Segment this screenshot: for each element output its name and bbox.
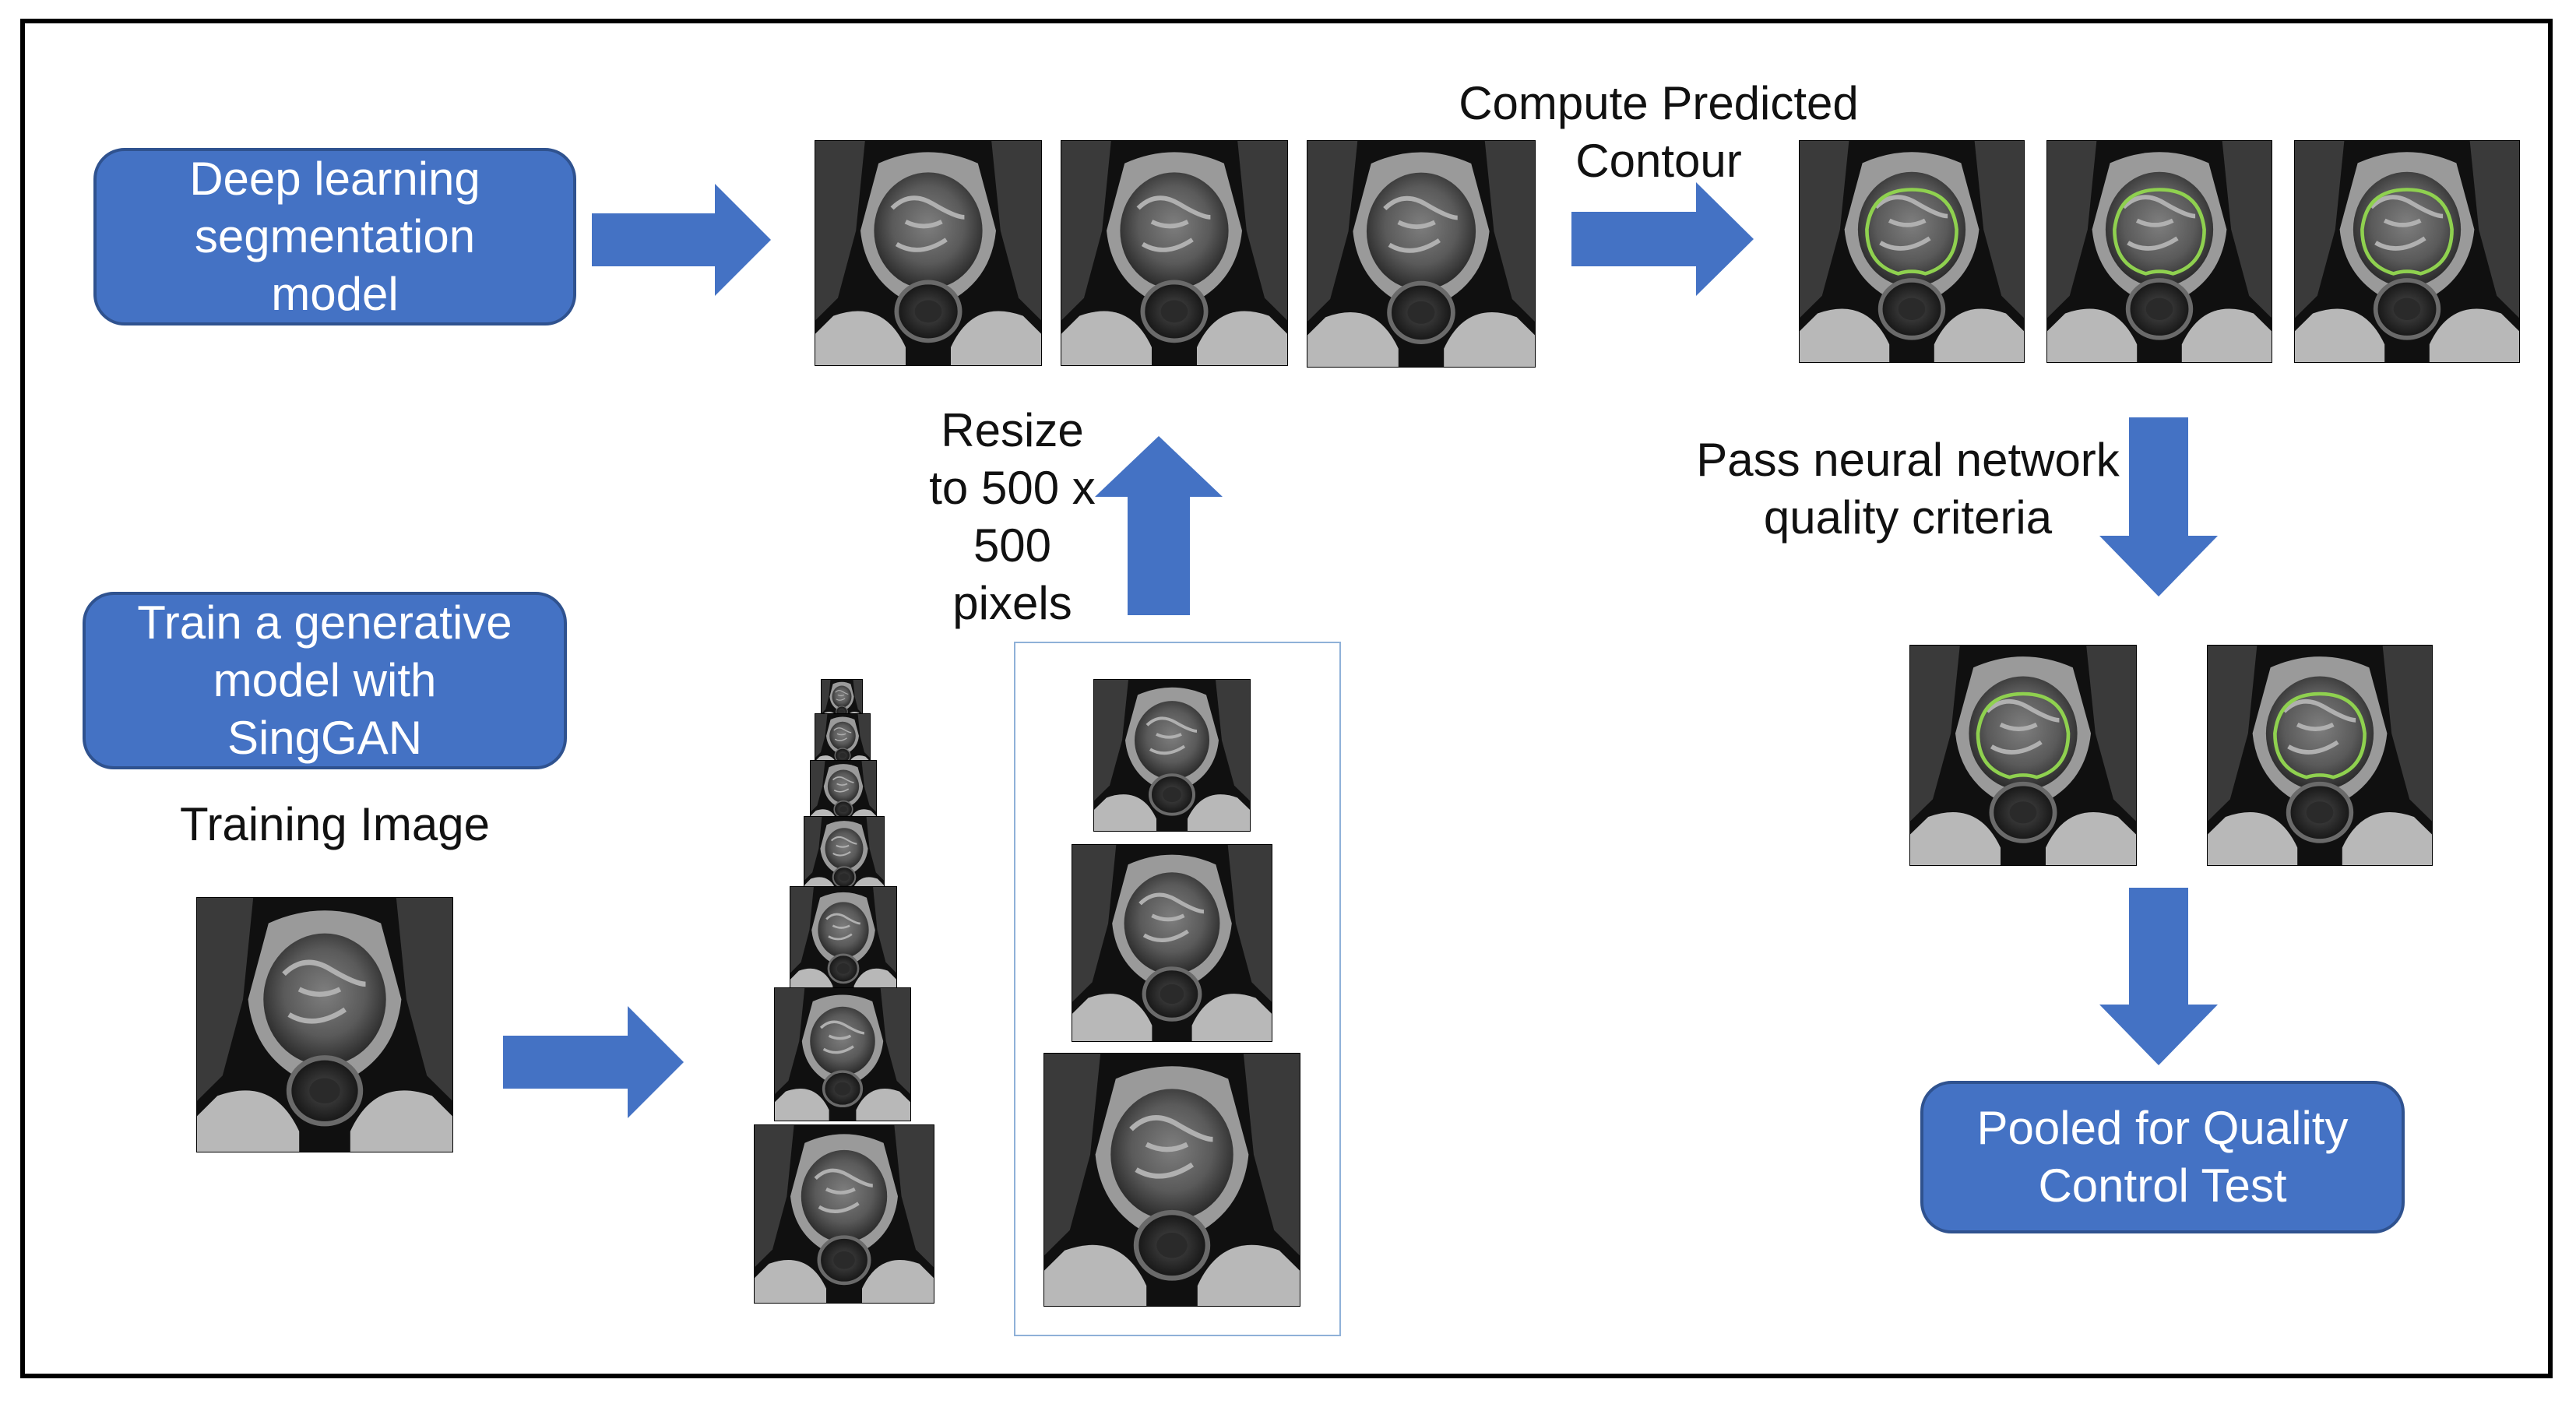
figure-frame: [20, 19, 2553, 1378]
singan-training-box: Train a generative model with SingGAN: [83, 592, 567, 769]
passed-image-2: [2207, 645, 2433, 866]
sample-medium: [1072, 844, 1272, 1042]
arrow-right-compute: [1571, 182, 1754, 296]
generated-image-3: [1307, 140, 1536, 368]
pyramid-level-5: [790, 886, 897, 995]
compute-predicted-contour-label: Compute Predicted Contour: [1459, 77, 1859, 187]
sample-large: [1043, 1053, 1300, 1307]
passed-image-1: [1909, 645, 2137, 866]
training-image-label: Training Image: [180, 798, 490, 850]
pooled-quality-control-box: Pooled for Quality Control Test: [1920, 1081, 2405, 1233]
training-image: [196, 897, 453, 1152]
resize-label: Resize to 500 x 500 pixels: [929, 404, 1096, 629]
deep-learning-model-box: Deep learning segmentation model: [93, 148, 576, 325]
pyramid-level-7: [754, 1124, 934, 1304]
arrow-down-pass: [2099, 417, 2218, 596]
contoured-image-2: [2046, 140, 2272, 363]
contoured-image-3: [2294, 140, 2520, 363]
pass-quality-criteria-label: Pass neural network quality criteria: [1696, 434, 2120, 544]
arrow-up-resize: [1095, 436, 1223, 615]
generated-image-2: [1061, 140, 1288, 366]
pyramid-level-6: [774, 987, 911, 1121]
pyramid-level-4: [804, 816, 885, 897]
generated-image-1: [815, 140, 1042, 366]
arrow-down-pooled: [2099, 888, 2218, 1065]
sample-small: [1093, 679, 1251, 832]
arrow-right-bottom-left: [503, 1006, 684, 1118]
generated-samples-panel: [1014, 642, 1341, 1336]
contoured-image-1: [1799, 140, 2025, 363]
arrow-right-top-left: [592, 184, 771, 296]
